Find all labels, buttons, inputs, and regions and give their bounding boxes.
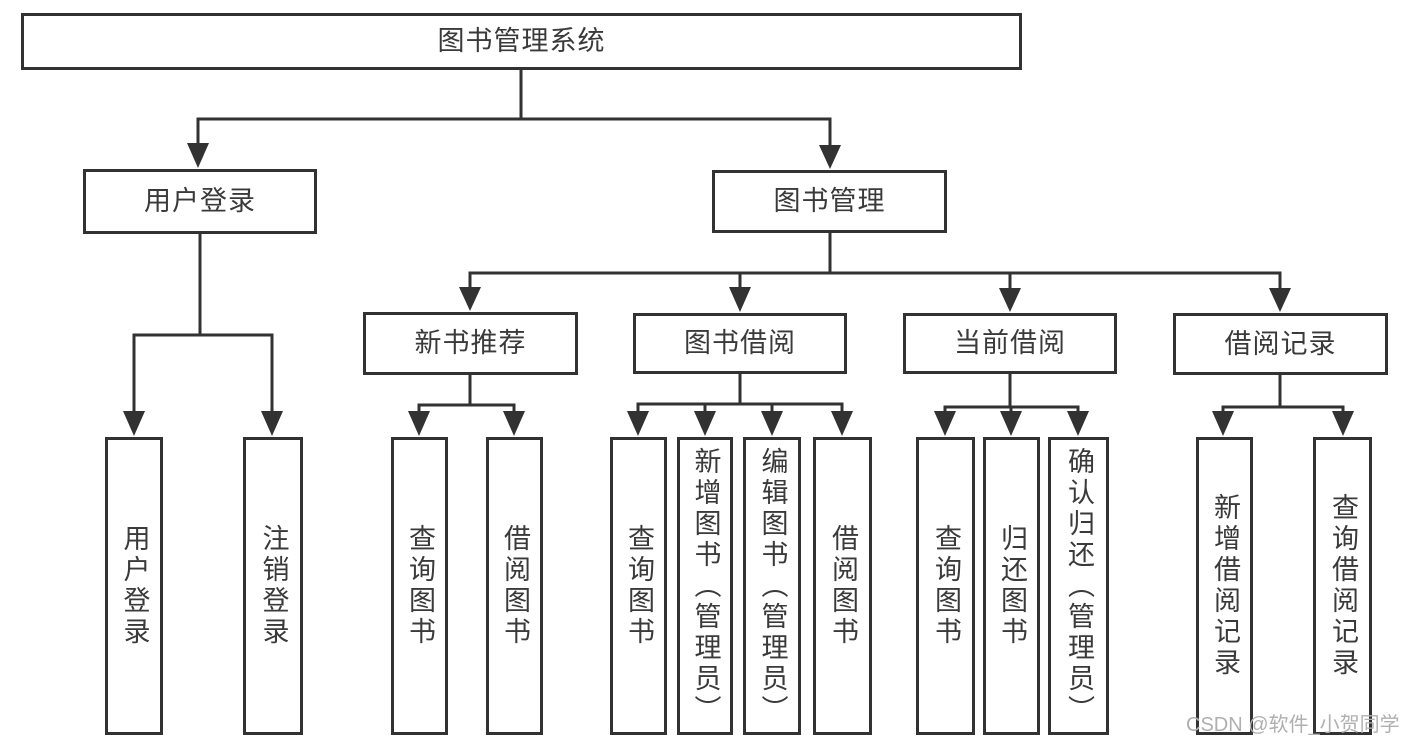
- leaf-logout: 注销登录: [243, 437, 303, 735]
- leaf-records-add-borrow-record: 新增借阅记录: [1196, 437, 1253, 735]
- leaf-current-confirm-return-admin: 确认归还（管理员）: [1048, 437, 1109, 735]
- node-user-login: 用户登录: [83, 169, 317, 234]
- leaf-newrec-borrow-books: 借阅图书: [486, 437, 543, 735]
- connector-book-management-to-level3: [459, 231, 1291, 312]
- node-book-management: 图书管理: [712, 170, 947, 233]
- leaf-borrowing-add-books-admin: 新增图书（管理员）: [677, 437, 733, 735]
- leaf-borrowing-edit-books-admin: 编辑图书（管理员）: [743, 437, 801, 735]
- leaf-current-return-books: 归还图书: [983, 437, 1040, 735]
- connector-user-login-to-children: [123, 232, 283, 436]
- connector-root-to-level2: [187, 66, 841, 169]
- csdn-watermark: CSDN @软件_小贺同学: [1186, 714, 1400, 736]
- node-borrowing-records: 借阅记录: [1173, 313, 1388, 375]
- node-library-management-system: 图书管理系统: [21, 13, 1022, 70]
- leaf-borrowing-borrow-books: 借阅图书: [813, 437, 872, 735]
- connector-new-book-to-children: [408, 373, 525, 436]
- node-current-borrowing: 当前借阅: [903, 313, 1117, 374]
- leaf-current-query-books: 查询图书: [916, 437, 975, 735]
- connector-borrowing-records-to-children: [1212, 373, 1354, 436]
- leaf-newrec-query-books: 查询图书: [391, 437, 448, 735]
- connector-book-borrowing-to-children: [627, 372, 853, 436]
- leaf-user-login: 用户登录: [105, 437, 163, 735]
- connector-current-borrowing-to-children: [934, 372, 1089, 436]
- leaf-borrowing-query-books: 查询图书: [610, 437, 667, 735]
- leaf-records-query-borrow-record: 查询借阅记录: [1313, 437, 1372, 735]
- node-book-borrowing: 图书借阅: [633, 313, 847, 374]
- node-new-book-recommendation: 新书推荐: [363, 312, 578, 375]
